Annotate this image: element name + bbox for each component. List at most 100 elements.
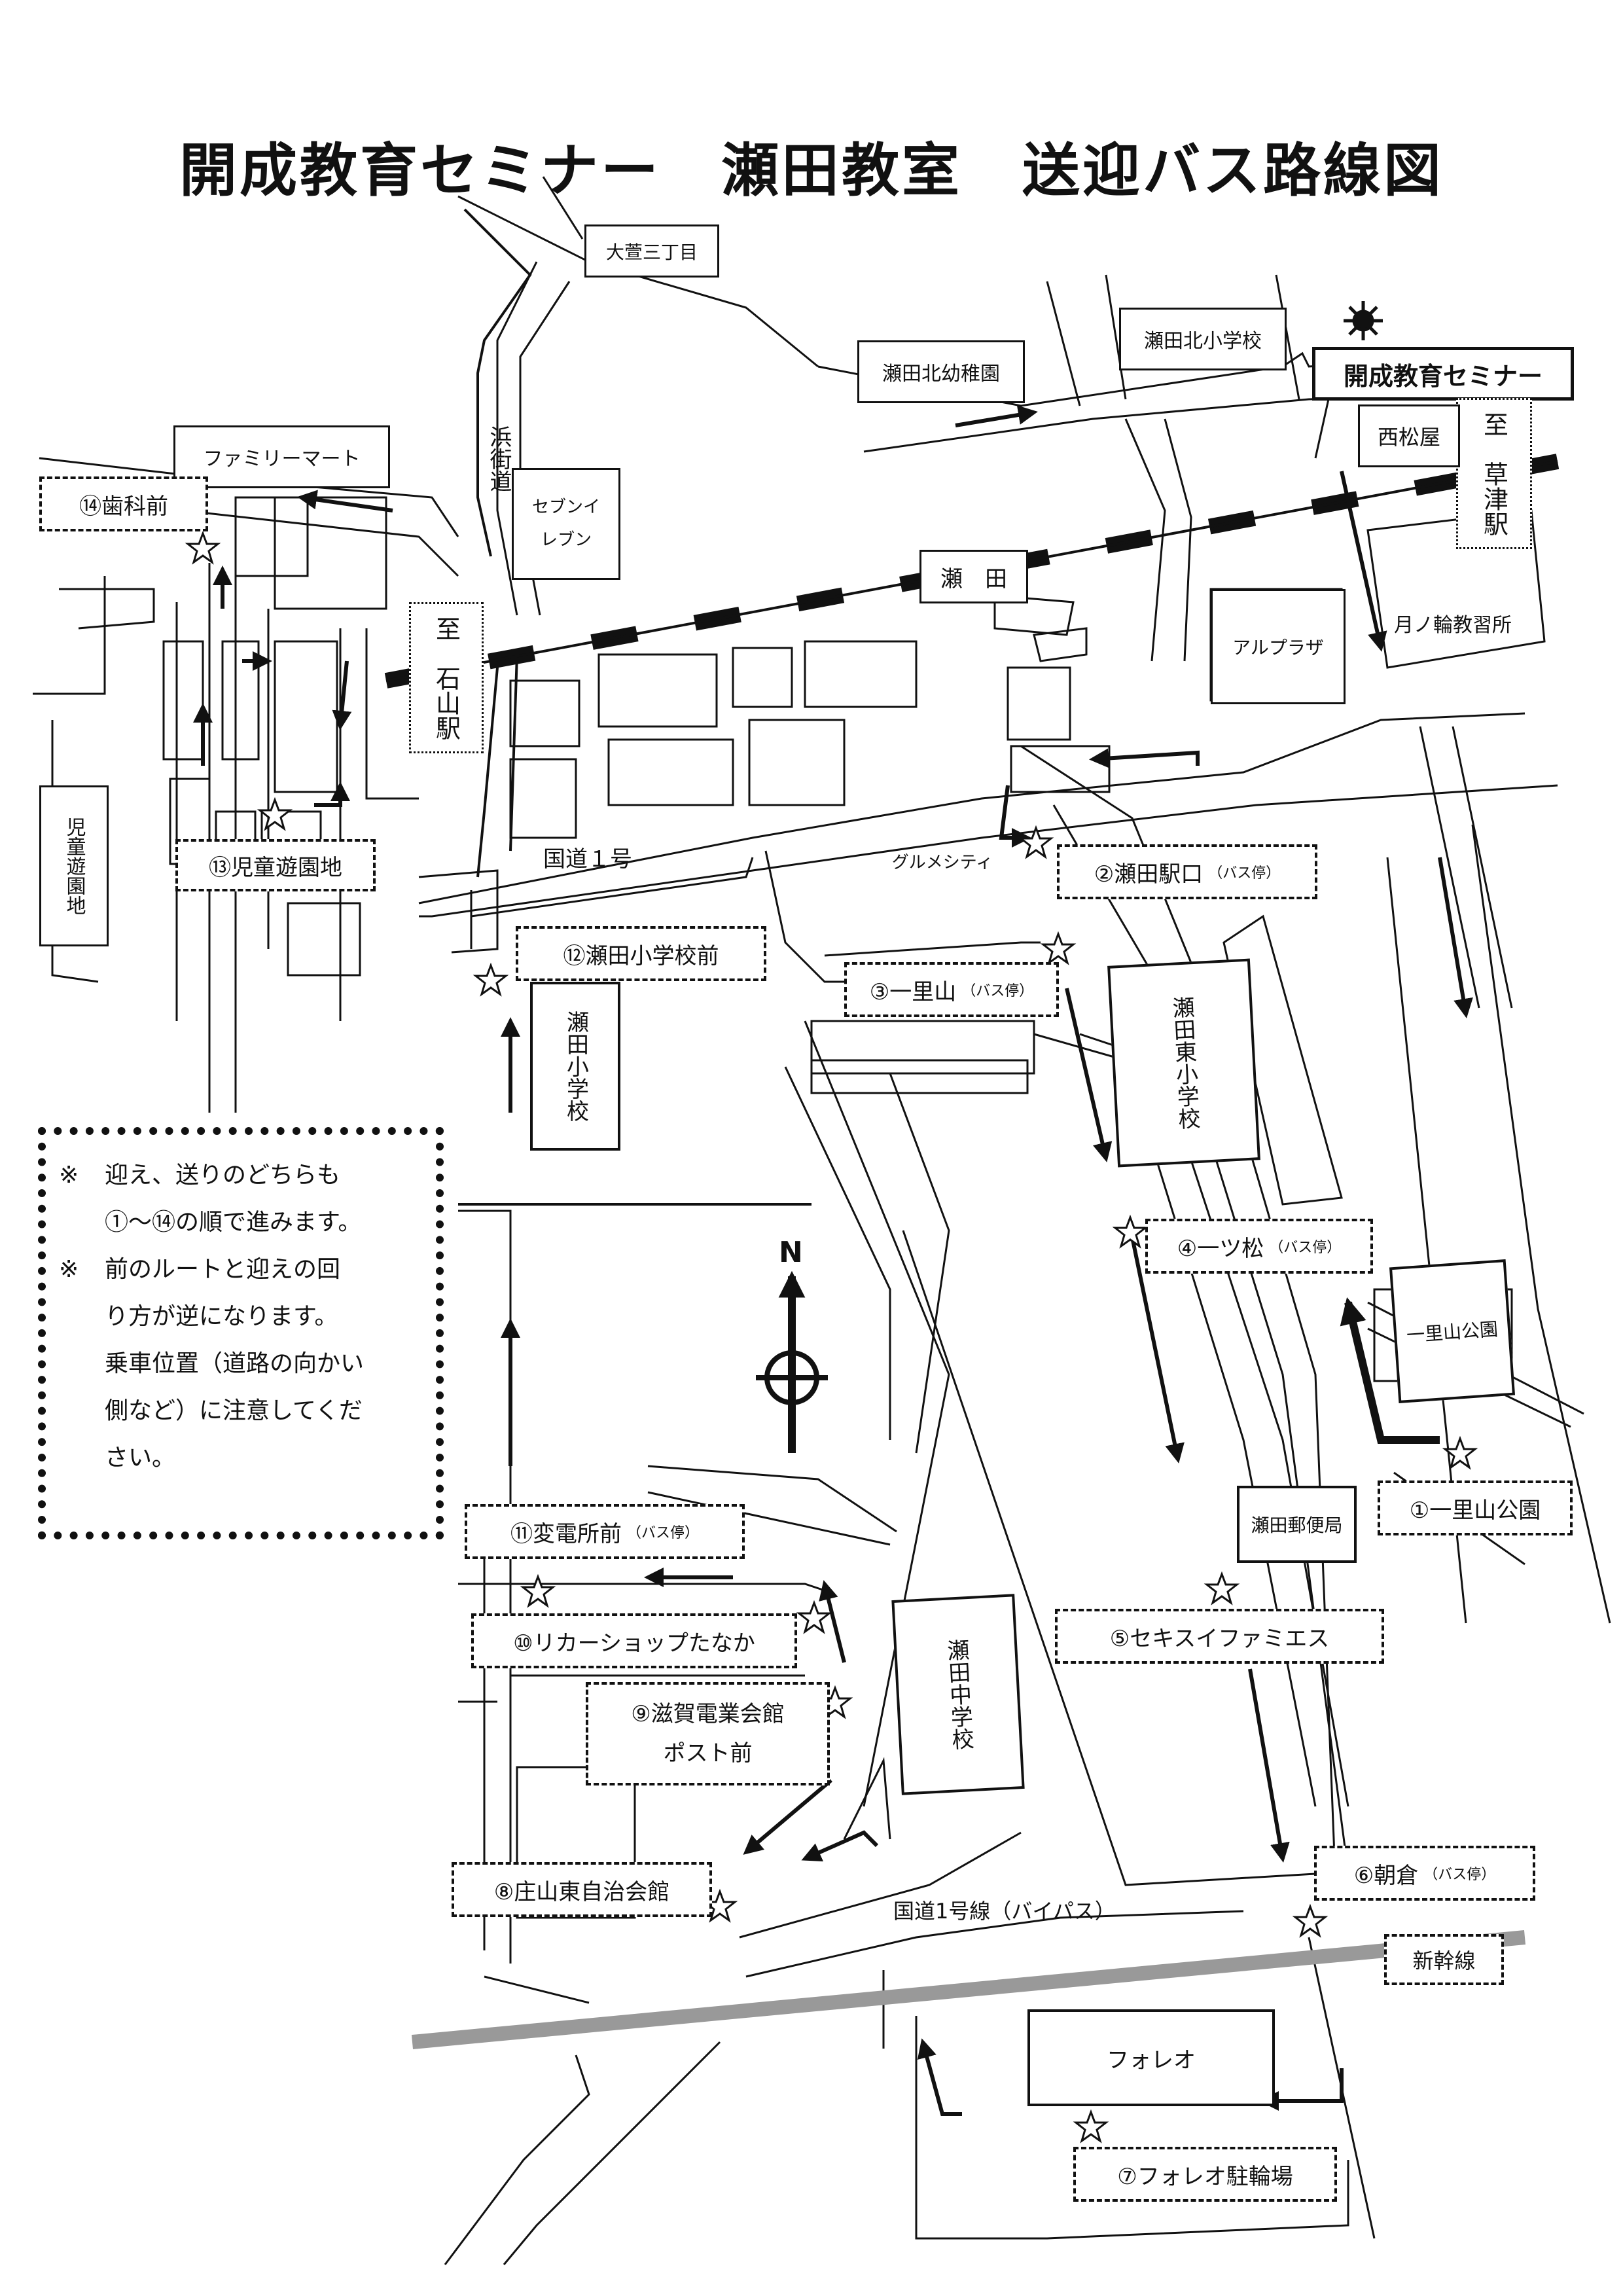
route-arrows	[193, 405, 1473, 2116]
road	[463, 208, 532, 557]
childrens-park: 児童遊園地	[39, 785, 109, 946]
star-icon	[185, 530, 221, 565]
stop-1-label: ①一里山公園	[1378, 1480, 1573, 1535]
star-icon	[257, 797, 293, 831]
gourmet-city-text: グルメシティ	[891, 852, 993, 872]
star-icon	[1073, 2109, 1109, 2144]
block	[748, 719, 846, 806]
stop-8-text: ⑧庄山東自治会館	[493, 1878, 670, 1905]
to-kusatsu-text: 至 草津駅	[1479, 411, 1508, 536]
stop-3-label: ③一里山（バス停）	[844, 962, 1059, 1017]
stop-6-label: ⑥朝倉（バス停）	[1314, 1846, 1535, 1901]
block	[993, 594, 1075, 636]
stop-7-text: ⑦フォレオ駐輪場	[1117, 2163, 1293, 2190]
to-ishiyama-label: 至 石山駅	[409, 602, 484, 753]
block	[1007, 666, 1071, 741]
note-item: ※ 迎え、送りのどちらも ①～⑭の順で進みます。	[59, 1152, 423, 1246]
stop-4-text: ④一ツ松	[1177, 1235, 1264, 1262]
route-arrow-thick	[1340, 1297, 1440, 1444]
road	[902, 1230, 1349, 1886]
road	[1164, 418, 1192, 662]
road	[784, 1066, 891, 1440]
seta-elementary: 瀬田小学校	[530, 982, 620, 1151]
block	[221, 640, 260, 761]
stop-11-note: （バス停）	[626, 1525, 699, 1541]
block	[274, 496, 387, 610]
road	[647, 1491, 891, 1546]
block	[804, 640, 918, 708]
road	[509, 654, 518, 852]
block	[810, 1059, 1029, 1094]
seta-east-elementary-text: 瀬田東小学校	[1168, 996, 1201, 1130]
note-line: り方が逆になります。	[105, 1303, 338, 1330]
bus-stop-markers	[185, 530, 1478, 2144]
block	[607, 738, 734, 806]
star-icon	[1040, 931, 1077, 965]
stop-1-text: ①一里山公園	[1409, 1497, 1541, 1524]
road	[1124, 418, 1166, 662]
destination-label: 開成教育セミナー	[1312, 347, 1574, 401]
road	[1222, 914, 1343, 1206]
nishimatsuya-text: 西松屋	[1377, 425, 1440, 450]
compass	[756, 1270, 828, 1453]
stop-14-text: ⑭歯科前	[79, 493, 168, 520]
seven-eleven-text: セブンイレブン	[531, 497, 600, 550]
road	[418, 712, 1525, 905]
to-ishiyama-text: 至 石山駅	[431, 615, 461, 740]
block	[162, 640, 204, 761]
childrens-park-text: 児童遊園地	[62, 817, 86, 915]
stop-8-label: ⑧庄山東自治会館	[452, 1862, 712, 1917]
star-icon	[796, 1600, 832, 1634]
notes-box: ※ 迎え、送りのどちらも ①～⑭の順で進みます。 ※ 前のルートと迎えの回 り方…	[38, 1127, 444, 1539]
star-icon	[1018, 825, 1054, 859]
road	[843, 1757, 891, 1840]
note-line: 前のルートと迎えの回	[105, 1256, 341, 1283]
block	[234, 496, 309, 577]
road	[33, 576, 106, 695]
stop-3-note: （バス停）	[961, 983, 1034, 999]
block	[597, 653, 718, 728]
road	[59, 588, 155, 630]
stop-13-text: ⑬児童遊園地	[209, 854, 342, 881]
block	[274, 640, 338, 793]
road	[745, 1910, 1244, 1978]
post-office-text: 瀬田郵便局	[1251, 1515, 1343, 1536]
note-line: さい。	[105, 1444, 176, 1471]
note-line: 乗車位置（道路の向かい	[105, 1350, 365, 1377]
block	[516, 1766, 636, 1919]
stop-9-label: ⑨滋賀電業会館ポスト前	[586, 1682, 830, 1785]
stop-12-text: ⑫瀬田小学校前	[563, 942, 719, 969]
road	[1020, 745, 1336, 1873]
note-item: ※ 前のルートと迎えの回 り方が逆になります。 乗車位置（道路の向かい 側など）…	[59, 1246, 423, 1482]
to-kusatsu-label: 至 草津駅	[1456, 398, 1532, 549]
familymart-text: ファミリーマート	[203, 448, 361, 471]
road	[458, 1210, 512, 1520]
daikaya-sign: 大萱三丁目	[584, 224, 719, 278]
ichiriyama-park: 一里山公園	[1389, 1259, 1516, 1403]
block	[287, 902, 361, 977]
road	[739, 1831, 1022, 1939]
seta-east-elementary: 瀬田東小学校	[1107, 958, 1260, 1168]
road	[458, 1583, 825, 1592]
road	[418, 869, 499, 954]
road	[1314, 399, 1330, 459]
nishimatsuya: 西松屋	[1358, 404, 1460, 467]
seta-north-kindergarten: 瀬田北幼稚園	[857, 340, 1025, 403]
route1-label: 国道１号	[543, 846, 632, 872]
stop-2-label: ②瀬田駅口（バス停）	[1057, 844, 1317, 899]
stop-6-note: （バス停）	[1423, 1867, 1496, 1883]
road	[542, 176, 584, 240]
daikaya-text: 大萱三丁目	[605, 241, 698, 263]
note-mark: ※	[59, 1256, 79, 1283]
road	[365, 628, 419, 800]
familymart: ファミリーマート	[173, 425, 390, 488]
stop-12-label: ⑫瀬田小学校前	[516, 926, 766, 981]
shinkansen-line	[411, 1930, 1526, 2049]
stop-14-label: ⑭歯科前	[39, 476, 208, 531]
seta-station-text: 瀬 田	[940, 565, 1007, 592]
shinkansen-text: 新幹線	[1412, 1948, 1476, 1973]
note-line: ①～⑭の順で進みます。	[105, 1209, 362, 1236]
seta-station-label: 瀬 田	[919, 550, 1028, 603]
road	[647, 1465, 897, 1533]
compass-north-label: N	[779, 1236, 803, 1269]
